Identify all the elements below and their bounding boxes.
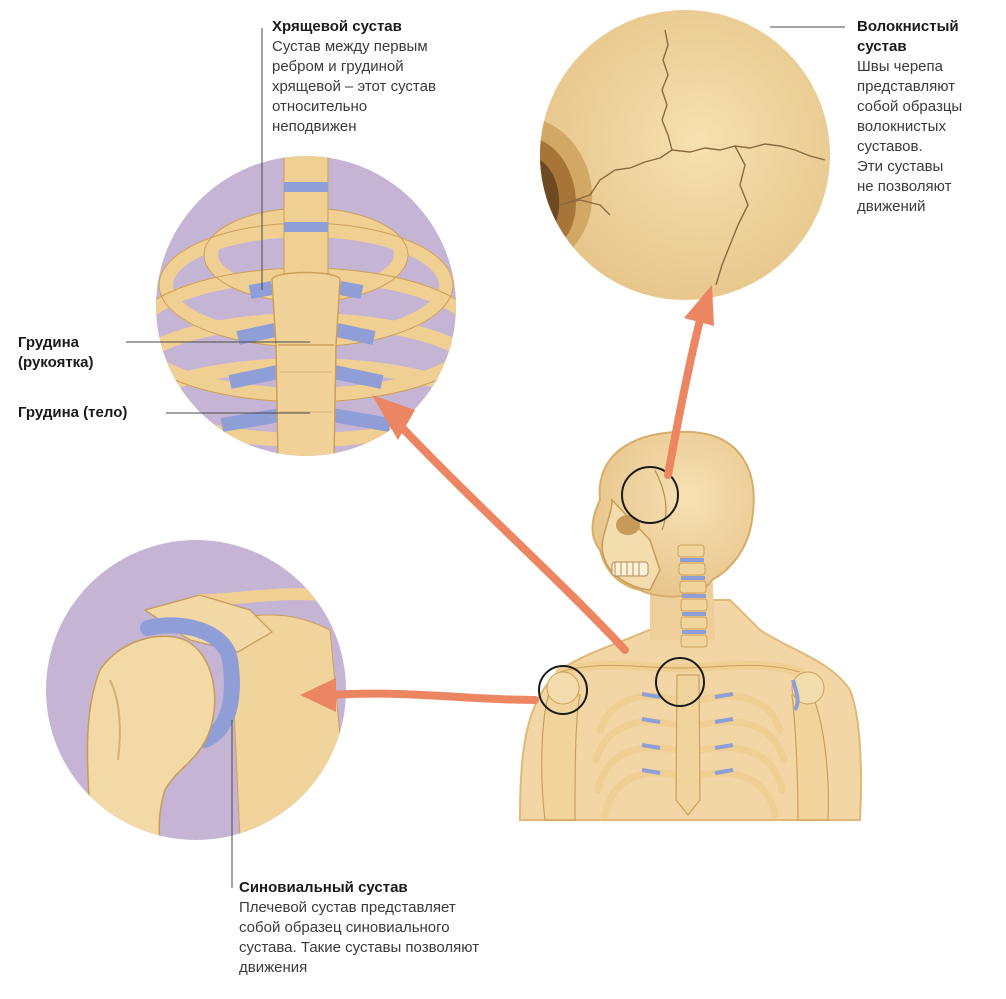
sternum-manubrium-line: Грудина [18,334,80,351]
arrowhead-ribcage [372,395,415,440]
arrowhead-shoulder [300,678,336,712]
fibrous-desc-line: представляют [857,78,956,95]
cartilaginous-desc-line: хрящевой – этот сустав [272,78,436,95]
sternum-body-label: Грудина (тело) [18,404,128,421]
callout-arrows [326,316,704,704]
synovial-desc-line: движения [239,959,308,976]
synovial-desc-line: Плечевой сустав представляет [239,899,456,916]
synovial-desc-line: сустава. Такие суставы позволяют [239,939,480,956]
shoulder-inset [46,540,346,840]
fibrous-desc-line: волокнистых [857,118,946,135]
fibrous-joint-label: Волокнистый сустав Швы черепа представля… [857,17,962,217]
synovial-joint-label: Синовиальный сустав Плечевой сустав пред… [239,878,479,978]
fibrous-desc-line: Швы черепа [857,58,943,75]
rib-cage-inset [156,156,456,456]
arrowhead-skull [684,285,714,326]
skull-inset [540,10,830,300]
fibrous-desc-line: собой образцы [857,98,963,115]
fibrous-desc-line: движений [857,198,926,215]
cartilaginous-desc-line: неподвижен [272,118,357,135]
synovial-joint-title: Синовиальный сустав [239,879,408,896]
sternum-manubrium-line: (рукоятка) [18,354,94,371]
body-figure [518,430,862,821]
sternum-manubrium-label: Грудина (рукоятка) [18,333,94,373]
cartilaginous-joint-label: Хрящевой сустав Сустав между первым ребр… [272,17,436,137]
fibrous-joint-title-line: сустав [857,38,907,55]
cartilaginous-joint-title: Хрящевой сустав [272,18,402,35]
fibrous-joint-title-line: Волокнистый [857,18,959,35]
fibrous-desc-line: суставов. [857,138,923,155]
cartilaginous-desc-line: ребром и грудиной [272,58,404,75]
cartilaginous-desc-line: Сустав между первым [272,38,428,55]
arrow-to-skull [664,316,704,479]
arrow-to-ribcage [391,416,629,654]
arrow-to-shoulder [326,689,539,704]
synovial-desc-line: собой образец синовиального [239,919,450,936]
leader-lines [126,26,845,888]
cartilaginous-desc-line: относительно [272,98,368,115]
fibrous-desc-line: не позволяют [857,178,952,195]
fibrous-desc-line: Эти суставы [857,158,944,175]
